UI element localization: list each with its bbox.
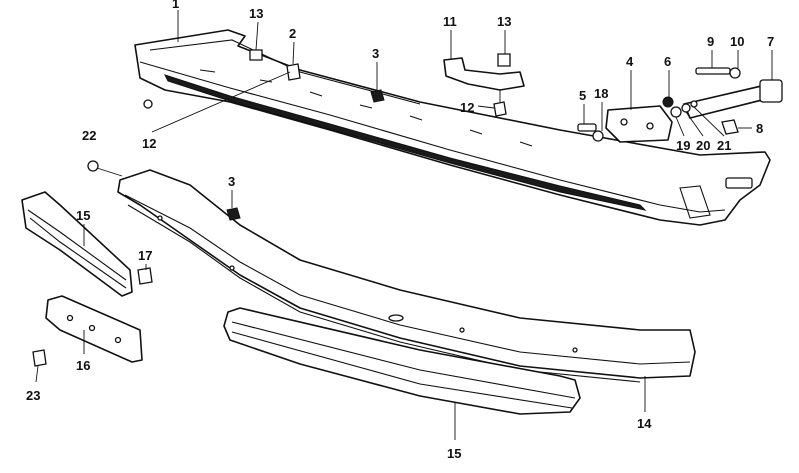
part-label-13: 13 xyxy=(249,6,263,21)
washer-18[interactable] xyxy=(592,130,604,142)
part-label-6: 6 xyxy=(664,54,671,69)
part-label-15: 15 xyxy=(447,446,461,461)
part-label-3: 3 xyxy=(372,46,379,61)
part-label-9: 9 xyxy=(707,34,714,49)
screw-12-left[interactable] xyxy=(143,99,153,109)
part-label-5: 5 xyxy=(579,88,586,103)
part-label-14: 14 xyxy=(637,416,652,431)
part-label-18: 18 xyxy=(594,86,608,101)
nut-3-upper[interactable] xyxy=(370,89,385,103)
part-label-20: 20 xyxy=(696,138,710,153)
part-label-16: 16 xyxy=(76,358,90,373)
bolt-5[interactable] xyxy=(577,123,597,132)
nut-8[interactable] xyxy=(721,119,739,135)
part-label-23: 23 xyxy=(26,388,40,403)
leader-lines xyxy=(35,10,773,440)
side-bracket[interactable] xyxy=(45,295,143,363)
rubber-strip-lower[interactable] xyxy=(223,307,581,415)
part-label-7: 7 xyxy=(767,34,774,49)
part-label-17: 17 xyxy=(138,248,152,263)
shock-absorber-7[interactable] xyxy=(683,79,783,119)
rubber-strip-side[interactable] xyxy=(21,191,133,297)
clip-2[interactable] xyxy=(286,63,301,81)
nut-13-right[interactable] xyxy=(497,53,511,67)
clip-13-left[interactable] xyxy=(249,49,263,61)
part-label-3: 3 xyxy=(228,174,235,189)
mount-bracket-4[interactable] xyxy=(605,105,673,143)
part-label-22: 22 xyxy=(82,128,96,143)
washer-10[interactable] xyxy=(729,67,741,79)
nut-3-lower[interactable] xyxy=(226,207,241,221)
part-label-1: 1 xyxy=(172,0,179,11)
screw-22[interactable] xyxy=(87,160,123,177)
clip-17[interactable] xyxy=(137,267,153,285)
part-label-19: 19 xyxy=(676,138,690,153)
part-label-2: 2 xyxy=(289,26,296,41)
part-label-21: 21 xyxy=(717,138,731,153)
bolt-12-right[interactable] xyxy=(493,90,507,117)
part-label-13: 13 xyxy=(497,14,511,29)
part-labels: 1 13 2 11 13 3 9 10 7 4 6 5 18 12 12 8 1… xyxy=(26,0,774,461)
part-label-8: 8 xyxy=(756,121,763,136)
part-label-11: 11 xyxy=(443,14,457,29)
nut-6[interactable] xyxy=(662,96,674,108)
part-label-10: 10 xyxy=(730,34,744,49)
bracket-11[interactable] xyxy=(443,57,525,91)
part-label-12: 12 xyxy=(142,136,156,151)
part-label-15: 15 xyxy=(76,208,90,223)
part-label-12: 12 xyxy=(460,100,474,115)
clip-23[interactable] xyxy=(32,349,47,367)
part-label-4: 4 xyxy=(626,54,634,69)
bolt-9[interactable] xyxy=(695,67,731,75)
